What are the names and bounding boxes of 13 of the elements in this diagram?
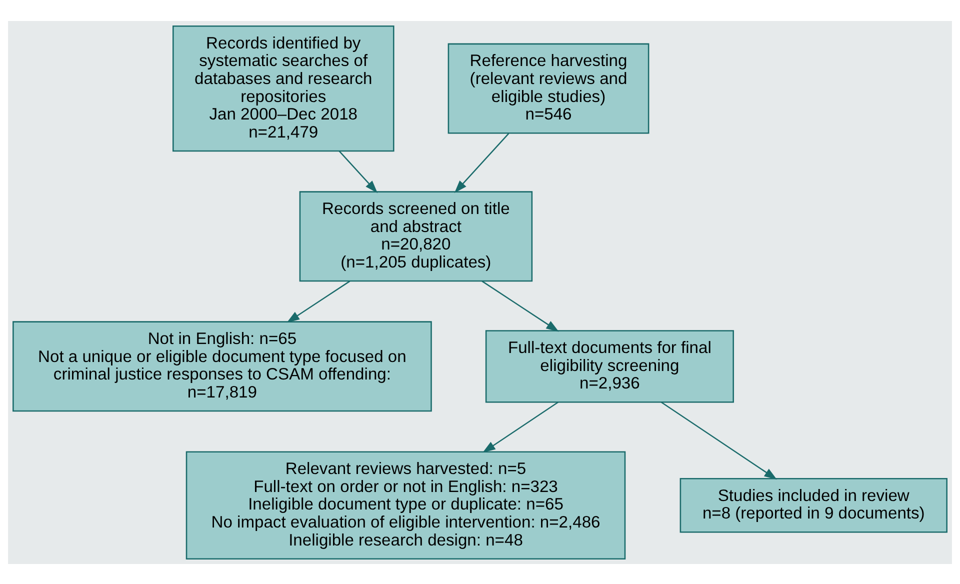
node-box: Reference harvesting (relevant reviews and eligible studies) n=546: [448, 42, 650, 134]
node-box: Relevant reviews harvested: n=5 Full-text on order or not in English: n=323 Ineligible document type or duplicate: n=65 No impact evaluation of eligible intervention: n=2,486 Ineligible research design: n=48: [186, 450, 626, 560]
arrow: [482, 401, 559, 452]
arrow: [286, 280, 350, 322]
node-box: Studies included in review n=8 (reported in 9 documents): [680, 477, 948, 532]
arrow: [482, 280, 559, 332]
arrow: [338, 150, 378, 193]
arrow: [454, 132, 510, 192]
node-box: Records screened on title and abstract n=20,820 (n=1,205 duplicates): [299, 190, 533, 282]
node-box: Records identified by systematic searches of databases and research repositories Jan 2000–Dec 2018 n=21,479: [172, 24, 394, 152]
node-box: Full-text documents for final eligibility screening n=2,936: [485, 330, 734, 402]
node-box: Not in English: n=65 Not a unique or eligible document type focused on criminal justice responses to CSAM offending: n=17,819: [12, 320, 432, 412]
arrow: [660, 401, 777, 480]
